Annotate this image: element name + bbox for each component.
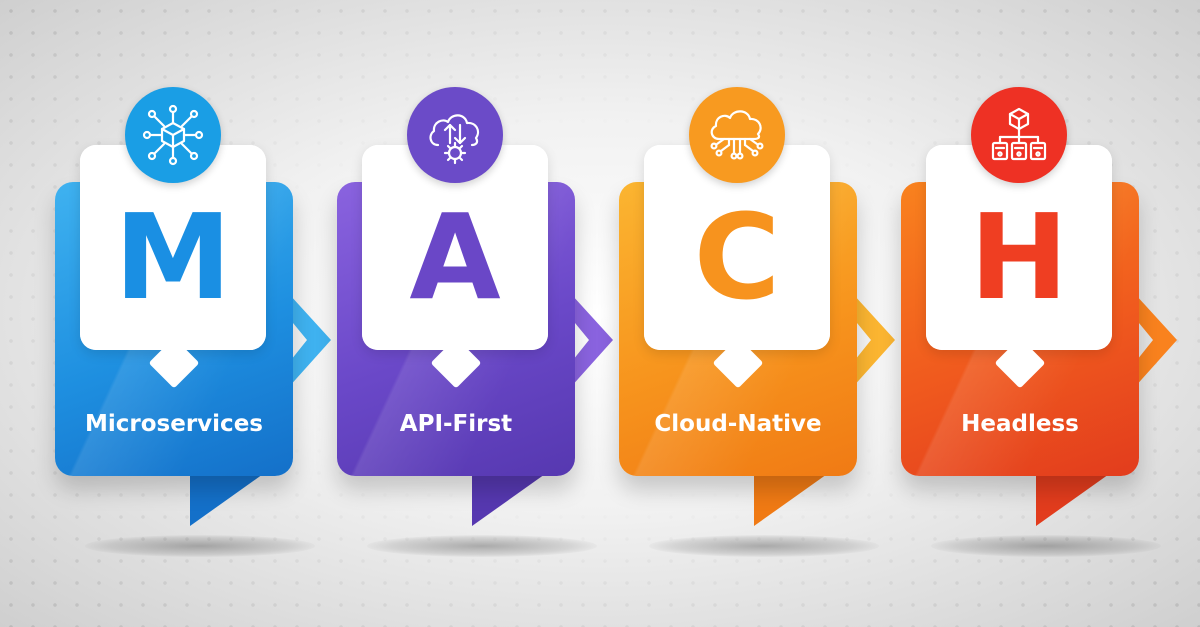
card-label: API-First	[399, 411, 513, 437]
card-microservices: M Microservices	[55, 0, 345, 627]
card-letter: A	[409, 188, 501, 326]
card-letter: M	[114, 188, 232, 326]
card-label: Microservices	[85, 411, 263, 437]
card-shadow	[931, 535, 1161, 557]
card-shadow	[367, 535, 597, 557]
card-label: Headless	[961, 411, 1079, 437]
card-shadow	[649, 535, 879, 557]
card-letter: H	[969, 188, 1069, 326]
microservices-cube-network-icon	[125, 87, 221, 183]
card-label: Cloud-Native	[654, 411, 822, 437]
headless-cube-hierarchy-icon	[971, 87, 1067, 183]
cloud-circuit-icon	[689, 87, 785, 183]
card-headless: H Headless	[901, 0, 1191, 627]
card-cloud-native: C Cloud-Native	[619, 0, 909, 627]
card-shadow	[85, 535, 315, 557]
card-letter: C	[693, 188, 781, 326]
letter-box: A	[362, 145, 548, 389]
card-api-first: A API-First	[337, 0, 627, 627]
cloud-gear-sync-icon	[407, 87, 503, 183]
